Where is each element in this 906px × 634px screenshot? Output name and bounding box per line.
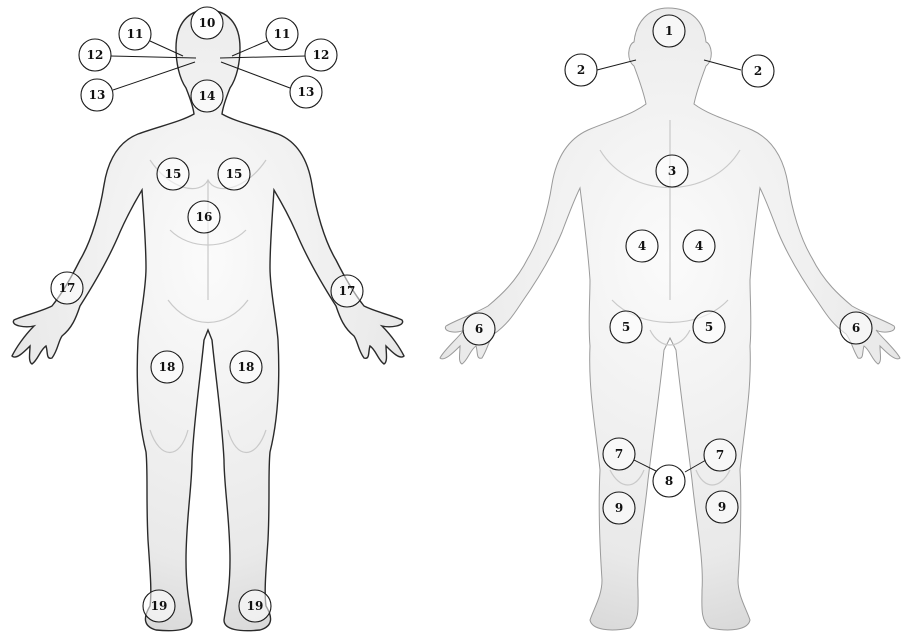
back-marker-label: 5 <box>705 320 713 334</box>
back-marker-1: 1 <box>653 15 685 47</box>
front-marker-18-left: 18 <box>151 351 183 383</box>
front-marker-12-right: 12 <box>305 39 337 71</box>
front-marker-17-right: 17 <box>331 275 363 307</box>
front-marker-13-right: 13 <box>290 76 322 108</box>
front-marker-label: 16 <box>196 210 213 224</box>
back-marker-label: 7 <box>716 448 724 462</box>
front-marker-label: 12 <box>87 48 104 62</box>
back-marker-label: 4 <box>638 239 646 253</box>
back-marker-label: 2 <box>754 64 762 78</box>
back-marker-6-right: 6 <box>840 312 872 344</box>
back-marker-label: 2 <box>577 63 585 77</box>
front-marker-label: 18 <box>238 360 255 374</box>
back-marker-9-right: 9 <box>706 491 738 523</box>
back-marker-7-left: 7 <box>603 438 635 470</box>
front-marker-label: 13 <box>298 85 315 99</box>
front-marker-label: 14 <box>199 89 216 103</box>
front-marker-19-right: 19 <box>239 590 271 622</box>
back-marker-5-right: 5 <box>693 311 725 343</box>
back-marker-label: 4 <box>695 239 703 253</box>
back-marker-2-left: 2 <box>565 54 597 86</box>
front-marker-label: 11 <box>274 27 291 41</box>
back-marker-label: 9 <box>615 501 623 515</box>
front-marker-label: 11 <box>127 27 144 41</box>
leader-2-right <box>704 60 741 70</box>
front-marker-10: 10 <box>191 7 223 39</box>
back-marker-2-right: 2 <box>742 55 774 87</box>
front-marker-17-left: 17 <box>51 272 83 304</box>
back-marker-8: 8 <box>653 465 685 497</box>
front-marker-15-right: 15 <box>218 158 250 190</box>
back-body-silhouette <box>440 8 900 630</box>
front-marker-18-right: 18 <box>230 351 262 383</box>
front-marker-label: 17 <box>339 284 356 298</box>
back-marker-label: 7 <box>615 447 623 461</box>
front-marker-label: 13 <box>89 88 106 102</box>
front-marker-label: 15 <box>226 167 243 181</box>
back-marker-5-left: 5 <box>610 311 642 343</box>
front-marker-label: 12 <box>313 48 330 62</box>
front-marker-label: 17 <box>59 281 76 295</box>
back-marker-label: 3 <box>668 164 676 178</box>
back-marker-label: 1 <box>665 24 673 38</box>
front-marker-13-left: 13 <box>81 79 113 111</box>
front-marker-label: 15 <box>165 167 182 181</box>
back-marker-7-right: 7 <box>704 439 736 471</box>
front-marker-label: 19 <box>151 599 168 613</box>
back-marker-label: 8 <box>665 474 673 488</box>
back-marker-label: 5 <box>622 320 630 334</box>
back-marker-label: 6 <box>475 322 483 336</box>
front-marker-15-left: 15 <box>157 158 189 190</box>
front-marker-16: 16 <box>188 201 220 233</box>
back-marker-4-left: 4 <box>626 230 658 262</box>
back-marker-label: 6 <box>852 321 860 335</box>
back-marker-3: 3 <box>656 155 688 187</box>
back-marker-4-right: 4 <box>683 230 715 262</box>
back-figure <box>440 8 900 630</box>
front-marker-11-right: 11 <box>266 18 298 50</box>
front-marker-11-left: 11 <box>119 18 151 50</box>
back-marker-6-left: 6 <box>463 313 495 345</box>
front-marker-14: 14 <box>191 80 223 112</box>
front-marker-12-left: 12 <box>79 39 111 71</box>
front-marker-19-left: 19 <box>143 590 175 622</box>
leader-2-left <box>597 60 636 70</box>
front-marker-label: 18 <box>159 360 176 374</box>
front-marker-label: 19 <box>247 599 264 613</box>
back-marker-9-left: 9 <box>603 492 635 524</box>
front-marker-label: 10 <box>199 16 216 30</box>
back-marker-label: 9 <box>718 500 726 514</box>
